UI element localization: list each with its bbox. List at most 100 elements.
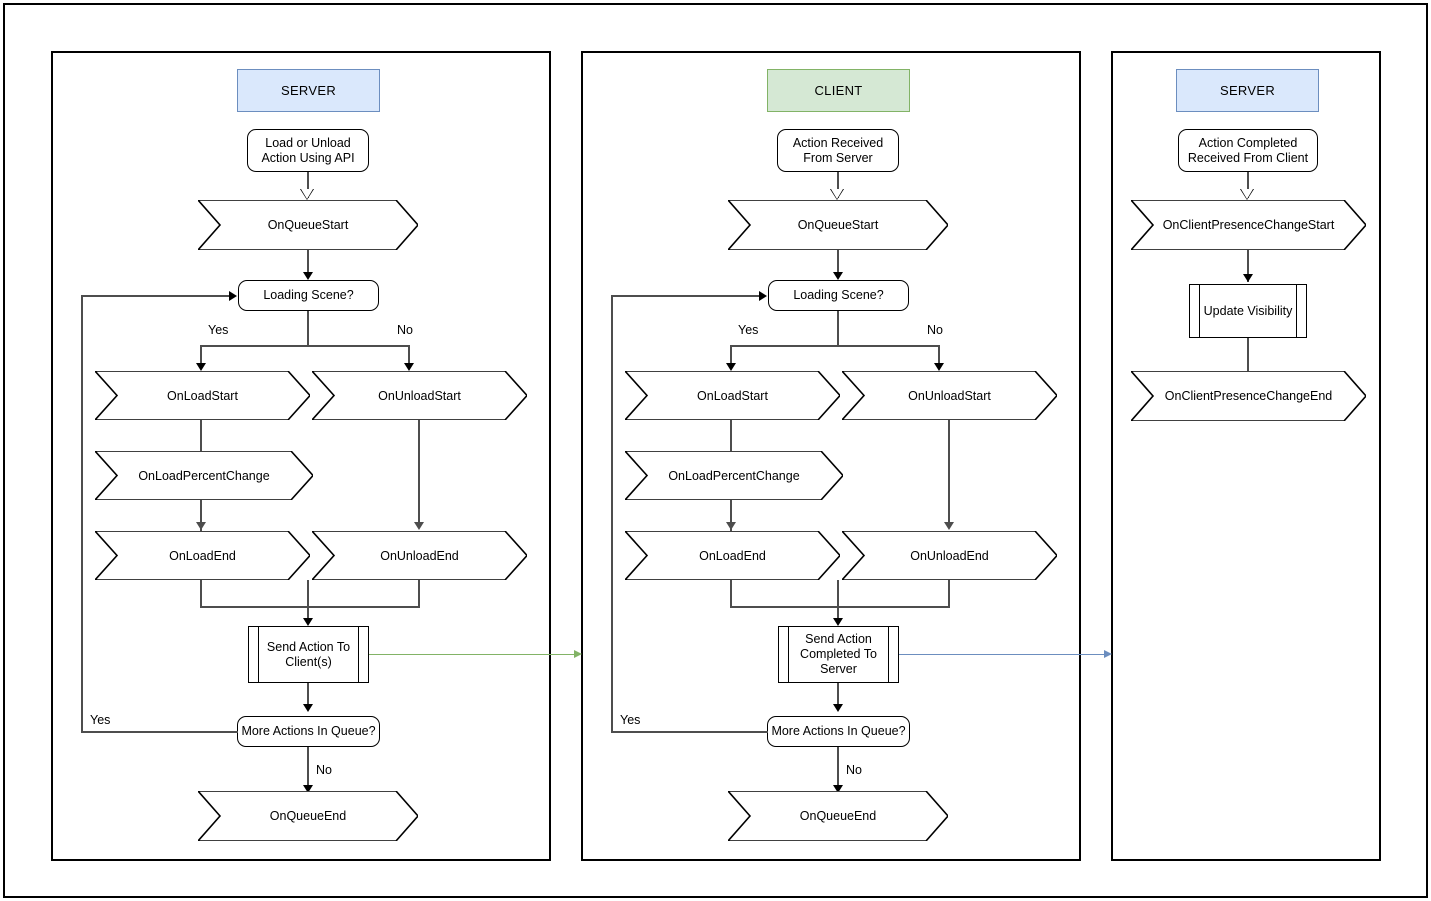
p1-send-action-line1: Send Action To <box>266 639 351 654</box>
p2-loading-scene-decision: Loading Scene? <box>768 280 909 311</box>
p1-edge-more-queueend <box>307 747 309 791</box>
p1-arrowhead-sendaction <box>303 618 313 626</box>
p3-edge-update-presenceend <box>1247 338 1249 379</box>
panel-2-header-label: CLIENT <box>814 83 863 98</box>
link-client-to-server-arrow <box>1104 650 1112 658</box>
p1-merge-left <box>200 580 202 607</box>
panel-3-header-label: SERVER <box>1219 83 1276 98</box>
p2-yes-label-2: Yes <box>620 713 641 727</box>
p3-edge-presencestart-update <box>1247 250 1249 282</box>
p1-onunloadend: OnUnloadEnd <box>312 531 527 580</box>
link-server-to-client-arrow <box>574 650 582 658</box>
p2-onunloadend: OnUnloadEnd <box>842 531 1057 580</box>
p1-arrowhead-queuestart-inner <box>301 189 313 199</box>
p2-start-line1: Action Received <box>792 135 884 150</box>
p2-send-action-process: Send Action Completed To Server <box>778 626 899 683</box>
p1-loading-scene-decision: Loading Scene? <box>238 280 379 311</box>
p2-more-actions-label: More Actions In Queue? <box>771 724 906 738</box>
p2-arrowhead-queueend <box>833 785 843 793</box>
p1-loopback-v <box>81 295 83 732</box>
p3-onclientpresencechangestart: OnClientPresenceChangeStart <box>1131 200 1366 250</box>
p1-no-label-1: No <box>397 323 413 337</box>
p1-arrowhead-moreactions <box>303 704 313 712</box>
p2-send-action-line1: Send Action <box>805 632 872 646</box>
p1-merge-h <box>200 606 420 608</box>
panel-1-header-label: SERVER <box>280 83 337 98</box>
p2-arrowhead-moreactions <box>833 704 843 712</box>
p2-arrowhead-onunloadstart <box>934 363 944 371</box>
p3-onclientpresencechangeend: OnClientPresenceChangeEnd <box>1131 371 1366 421</box>
p2-edge-split-h <box>730 345 939 347</box>
p2-onunloadstart: OnUnloadStart <box>842 371 1057 420</box>
p1-arrowhead-onloadstart <box>196 363 206 371</box>
p2-arrowhead-sendaction <box>833 618 843 626</box>
panel-server-2 <box>1111 51 1381 861</box>
p3-arrowhead-presencestart-inner <box>1241 189 1253 199</box>
p2-edge-send-more <box>837 683 839 709</box>
p1-edge-no-down <box>408 345 410 369</box>
p2-onqueueend: OnQueueEnd <box>728 791 948 841</box>
p2-arrowhead-onloadend <box>726 522 736 530</box>
p1-edge-queuestart-loading <box>307 250 309 278</box>
p2-more-actions-decision: More Actions In Queue? <box>767 716 910 747</box>
p2-loopback-v <box>611 295 613 732</box>
p1-start-line1: Load or Unload <box>265 135 351 150</box>
p1-start-terminator: Load or Unload Action Using API <box>247 129 369 172</box>
p1-onunloadstart: OnUnloadStart <box>312 371 527 420</box>
p1-edge-loading-down <box>307 311 309 346</box>
p1-send-action-line2: Client(s) <box>285 654 332 669</box>
p1-send-action-process: Send Action To Client(s) <box>248 626 369 683</box>
p1-arrowhead-loading <box>303 272 313 280</box>
p2-merge-h <box>730 606 950 608</box>
p3-edge-start-presencestart <box>1247 172 1249 198</box>
p1-more-actions-label: More Actions In Queue? <box>241 724 376 738</box>
p2-edge-loadstart-percent <box>730 420 732 451</box>
link-server-to-client-line <box>369 654 575 655</box>
p2-loopback-h-bottom <box>611 731 768 733</box>
p1-onloadpercentchange: OnLoadPercentChange <box>95 451 313 500</box>
p2-send-action-line3: Server <box>820 662 857 676</box>
p2-arrowhead-loopback <box>759 291 767 301</box>
p2-arrowhead-loading <box>833 272 843 280</box>
p1-loopback-h-bottom <box>81 731 238 733</box>
p2-no-label-2: No <box>846 763 862 777</box>
p1-edge-unloadstart-unloadend <box>418 420 420 526</box>
p2-merge-right <box>948 580 950 607</box>
p1-edge-percent-loadend <box>200 500 202 531</box>
p2-onloadpercentchange: OnLoadPercentChange <box>625 451 843 500</box>
p3-update-visibility-process: Update Visibility <box>1189 284 1307 338</box>
p1-arrowhead-loopback <box>229 291 237 301</box>
p1-onloadend: OnLoadEnd <box>95 531 310 580</box>
p2-edge-unloadstart-unloadend <box>948 420 950 526</box>
p1-edge-split-h <box>200 345 409 347</box>
p2-loopback-h-top <box>611 295 759 297</box>
p3-arrowhead-updatevisibility <box>1243 274 1253 282</box>
p2-merge-down <box>837 580 839 624</box>
p2-arrowhead-onloadstart <box>726 363 736 371</box>
p1-merge-right <box>418 580 420 607</box>
p3-start-terminator: Action Completed Received From Client <box>1178 129 1318 172</box>
p2-edge-more-queueend <box>837 747 839 791</box>
panel-3-header: SERVER <box>1176 69 1319 112</box>
p2-edge-queuestart-loading <box>837 250 839 278</box>
p2-merge-left <box>730 580 732 607</box>
p3-start-line1: Action Completed <box>1198 135 1298 150</box>
p1-yes-label-2: Yes <box>90 713 111 727</box>
p3-start-line2: Received From Client <box>1187 150 1309 165</box>
link-client-to-server-line <box>899 654 1105 655</box>
p2-start-terminator: Action Received From Server <box>777 129 899 172</box>
p2-loading-scene-label: Loading Scene? <box>793 288 884 302</box>
panel-1-header: SERVER <box>237 69 380 112</box>
p2-edge-loading-down <box>837 311 839 346</box>
p1-yes-label-1: Yes <box>208 323 229 337</box>
p2-send-action-line2: Completed To <box>800 647 877 661</box>
p3-update-visibility-label: Update Visibility <box>1203 303 1293 318</box>
p2-arrowhead-queuestart-inner <box>831 189 843 199</box>
p2-onloadend: OnLoadEnd <box>625 531 840 580</box>
p1-onqueueend: OnQueueEnd <box>198 791 418 841</box>
p2-onloadstart: OnLoadStart <box>625 371 840 420</box>
p1-no-label-2: No <box>316 763 332 777</box>
p2-edge-start-queuestart <box>837 172 839 198</box>
outer-frame <box>3 3 1428 898</box>
p1-start-line2: Action Using API <box>261 150 355 165</box>
